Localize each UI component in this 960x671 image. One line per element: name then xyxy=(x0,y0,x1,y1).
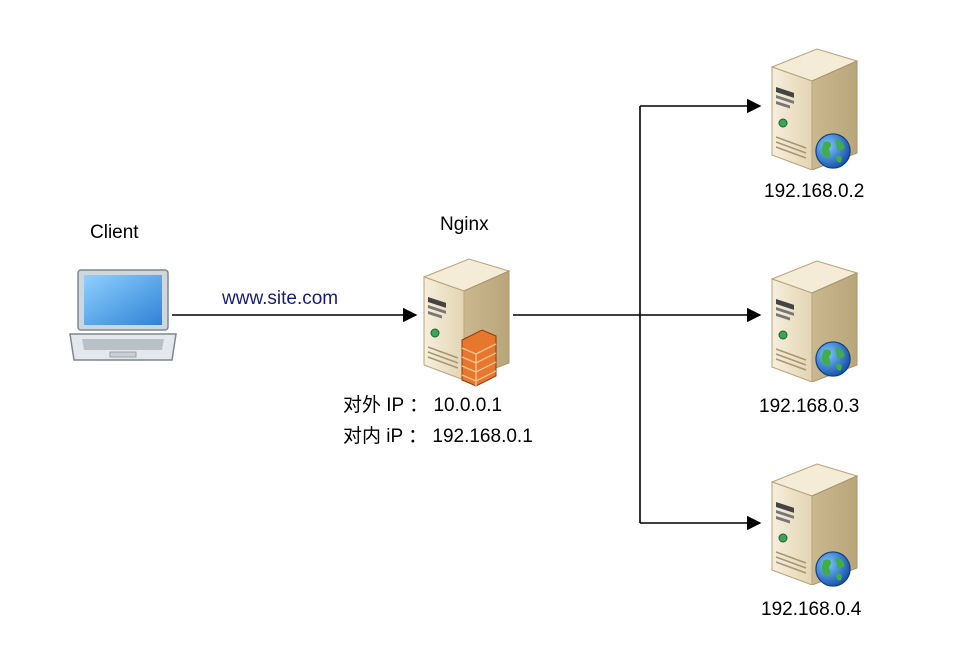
web-server-icon xyxy=(771,463,858,587)
web-server-icon xyxy=(771,48,858,170)
nginx-internal-ip: 对内 iP ： 192.168.0.1 xyxy=(343,426,533,447)
backend-2-ip: 192.168.0.3 xyxy=(759,396,860,417)
nginx-external-ip: 对外 IP ： 10.0.0.1 xyxy=(343,395,503,416)
laptop-icon xyxy=(69,269,177,361)
connectors xyxy=(172,98,762,531)
web-server-icon xyxy=(771,260,858,382)
nginx-label: Nginx xyxy=(440,214,489,235)
client-label: Client xyxy=(90,222,139,243)
backend-3-ip: 192.168.0.4 xyxy=(761,599,862,620)
firewall-icon xyxy=(461,329,497,387)
server-firewall-icon xyxy=(423,258,510,387)
request-url-label: www.site.com xyxy=(222,288,339,309)
backend-1-ip: 192.168.0.2 xyxy=(764,181,865,202)
